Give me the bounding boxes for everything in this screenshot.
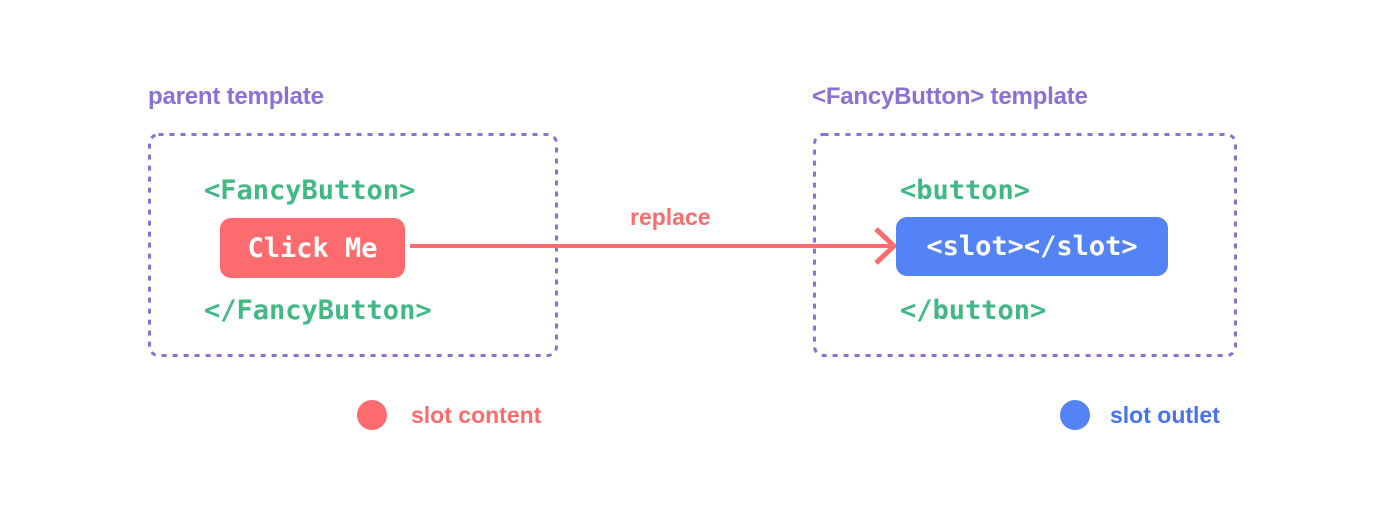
- fancybutton-template-title: <FancyButton> template: [812, 83, 1088, 110]
- replace-arrow: [410, 227, 898, 265]
- slot-outlet-label: slot outlet: [1110, 401, 1220, 428]
- dashed-border: [148, 133, 558, 357]
- legend-slot-outlet: slot outlet: [1060, 400, 1220, 430]
- click-me-button: Click Me: [220, 218, 405, 278]
- fancybutton-template-box: [813, 133, 1237, 357]
- slot-content-label: slot content: [411, 401, 542, 428]
- fancybutton-close-tag: </FancyButton>: [204, 295, 432, 326]
- slot-code: <slot></slot>: [926, 231, 1138, 262]
- button-close-tag: </button>: [900, 295, 1047, 326]
- dashed-border: [813, 133, 1237, 357]
- legend-slot-content: slot content: [357, 400, 541, 430]
- parent-template-box: [148, 133, 558, 357]
- fancybutton-open-tag: <FancyButton>: [204, 175, 416, 206]
- slot-outlet-dot-icon: [1060, 400, 1090, 430]
- button-open-tag: <button>: [900, 175, 1031, 206]
- slot-outlet-chip: <slot></slot>: [896, 217, 1168, 276]
- replace-label: replace: [630, 204, 711, 230]
- slot-content-dot-icon: [357, 400, 387, 430]
- click-me-label: Click Me: [247, 232, 378, 264]
- parent-template-title: parent template: [148, 83, 324, 110]
